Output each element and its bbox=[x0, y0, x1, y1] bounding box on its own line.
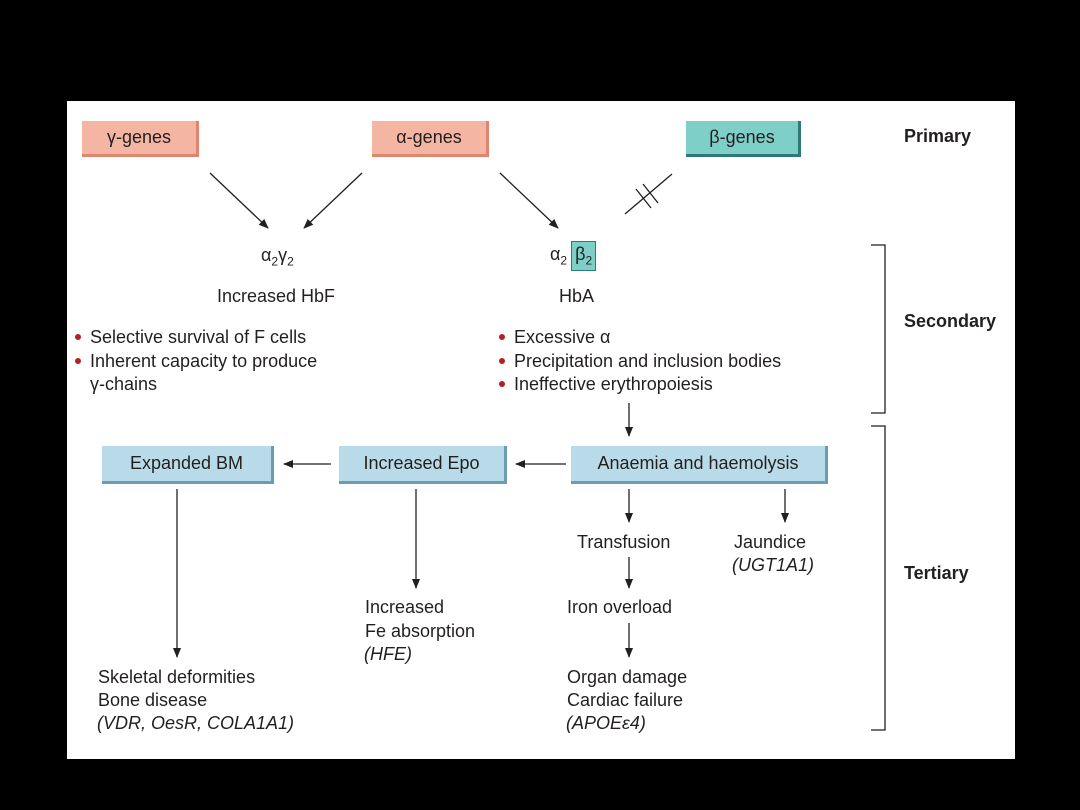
hba-alpha: α bbox=[550, 244, 561, 264]
alpha-genes-box: α-genes bbox=[372, 121, 489, 157]
hba-effect-item: Excessive α bbox=[498, 326, 781, 350]
hbf-gamma: γ bbox=[278, 245, 288, 265]
jaundice-label: Jaundice bbox=[734, 532, 807, 552]
hbf-mechanism-list: Selective survival of F cells Inherent c… bbox=[74, 326, 317, 397]
anaemia-haemolysis-box: Anaemia and haemolysis bbox=[571, 446, 828, 484]
hba-alpha-sub: 2 bbox=[560, 253, 568, 268]
transfusion-label: Transfusion bbox=[577, 532, 671, 552]
level-tertiary: Tertiary bbox=[904, 563, 969, 583]
fe-line-2: Fe absorption bbox=[365, 621, 476, 641]
hba-beta: β bbox=[575, 244, 586, 264]
cardiac-failure-label: Cardiac failure bbox=[567, 690, 684, 710]
hbf-mechanism-item: Selective survival of F cells bbox=[74, 326, 317, 350]
organ-damage-label: Organ damage bbox=[567, 667, 688, 687]
hbf-mechanism-item-continued: γ-chains bbox=[90, 374, 158, 394]
level-secondary: Secondary bbox=[904, 311, 997, 331]
hbf-gamma-sub: 2 bbox=[287, 254, 294, 269]
jaundice-gene: (UGT1A1) bbox=[732, 555, 815, 575]
hba-effect-item: Ineffective erythropoiesis bbox=[498, 373, 781, 397]
bone-disease-label: Bone disease bbox=[98, 690, 208, 710]
fe-line-1: Increased bbox=[365, 597, 445, 617]
beta-genes-box: β-genes bbox=[686, 121, 801, 157]
skeletal-genes: (VDR, OesR, COLA1A1) bbox=[97, 713, 295, 733]
diagram-panel bbox=[67, 101, 1015, 759]
hba-effects-list: Excessive α Precipitation and inclusion … bbox=[498, 326, 781, 397]
level-primary: Primary bbox=[904, 126, 972, 146]
hba-label: HbA bbox=[559, 286, 595, 306]
skeletal-deformities-label: Skeletal deformities bbox=[98, 667, 256, 687]
fe-gene: (HFE) bbox=[364, 644, 412, 664]
hba-effect-item: Precipitation and inclusion bodies bbox=[498, 350, 781, 374]
hbf-mechanism-item: Inherent capacity to produce bbox=[74, 350, 317, 374]
increased-epo-box: Increased Epo bbox=[339, 446, 507, 484]
gamma-genes-box: γ-genes bbox=[82, 121, 199, 157]
hbf-alpha-sub: 2 bbox=[271, 254, 279, 269]
iron-overload-label: Iron overload bbox=[567, 597, 673, 617]
expanded-bm-box: Expanded BM bbox=[102, 446, 274, 484]
hbf-alpha: α bbox=[261, 245, 272, 265]
organ-gene: (APOEε4) bbox=[566, 713, 646, 733]
hbf-label: Increased HbF bbox=[217, 286, 336, 306]
hba-beta-box: β2 bbox=[571, 241, 597, 271]
hba-beta-sub: 2 bbox=[585, 253, 593, 268]
hbf-formula: α2γ2 bbox=[261, 245, 294, 269]
